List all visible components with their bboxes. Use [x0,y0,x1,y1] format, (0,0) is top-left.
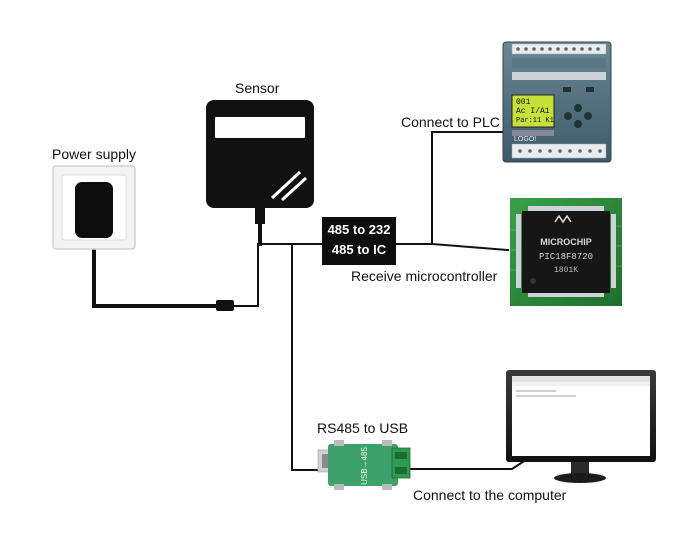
microcontroller-board [510,198,622,306]
plc-screen [511,94,555,128]
power-socket [52,165,136,250]
power-adapter-plug [75,182,113,238]
usb-adapter [317,440,411,490]
monitor-screen [512,376,650,456]
connect-computer-label: Connect to the computer [413,487,567,503]
converter-line-2: 485 to IC [331,242,387,257]
power-cable [92,243,220,308]
rs485-usb-label: RS485 to USB [317,420,409,436]
computer-monitor [506,370,656,483]
power-supply-label: Power supply [52,146,137,162]
receive-mcu-label: Receive microcontroller [351,268,498,284]
plc-brand: LOGO! [514,136,536,143]
connect-plc-label: Connect to PLC [401,114,500,130]
sensor-label: Sensor [235,80,280,96]
cable-connector [216,300,234,311]
plc-screen-line-3: Par:11 K1 [516,117,554,125]
wires [92,131,534,471]
plc-branch-wire [395,131,509,245]
converter-text: 485 to 232 485 to IC [322,219,396,265]
converter-line-1: 485 to 232 [327,222,391,237]
sensor-display [215,117,305,138]
sensor-device [206,100,314,224]
plc-device [502,41,612,163]
plc-screen-line-1: 001 [516,98,531,107]
usb-branch-wire [291,243,323,471]
mcu-branch-wire [430,242,510,252]
power-to-sensor-wire [233,245,259,307]
plc-screen-line-2: Ac I/A1 [516,107,550,116]
chip-brand: MICROCHIP [540,237,592,247]
usb-adapter-text: USB→485 [360,447,369,485]
chip-code: 1801K [554,266,578,275]
converter-box [322,217,396,265]
chip-package [522,211,610,293]
chip-part: PIC18F8720 [539,252,593,262]
